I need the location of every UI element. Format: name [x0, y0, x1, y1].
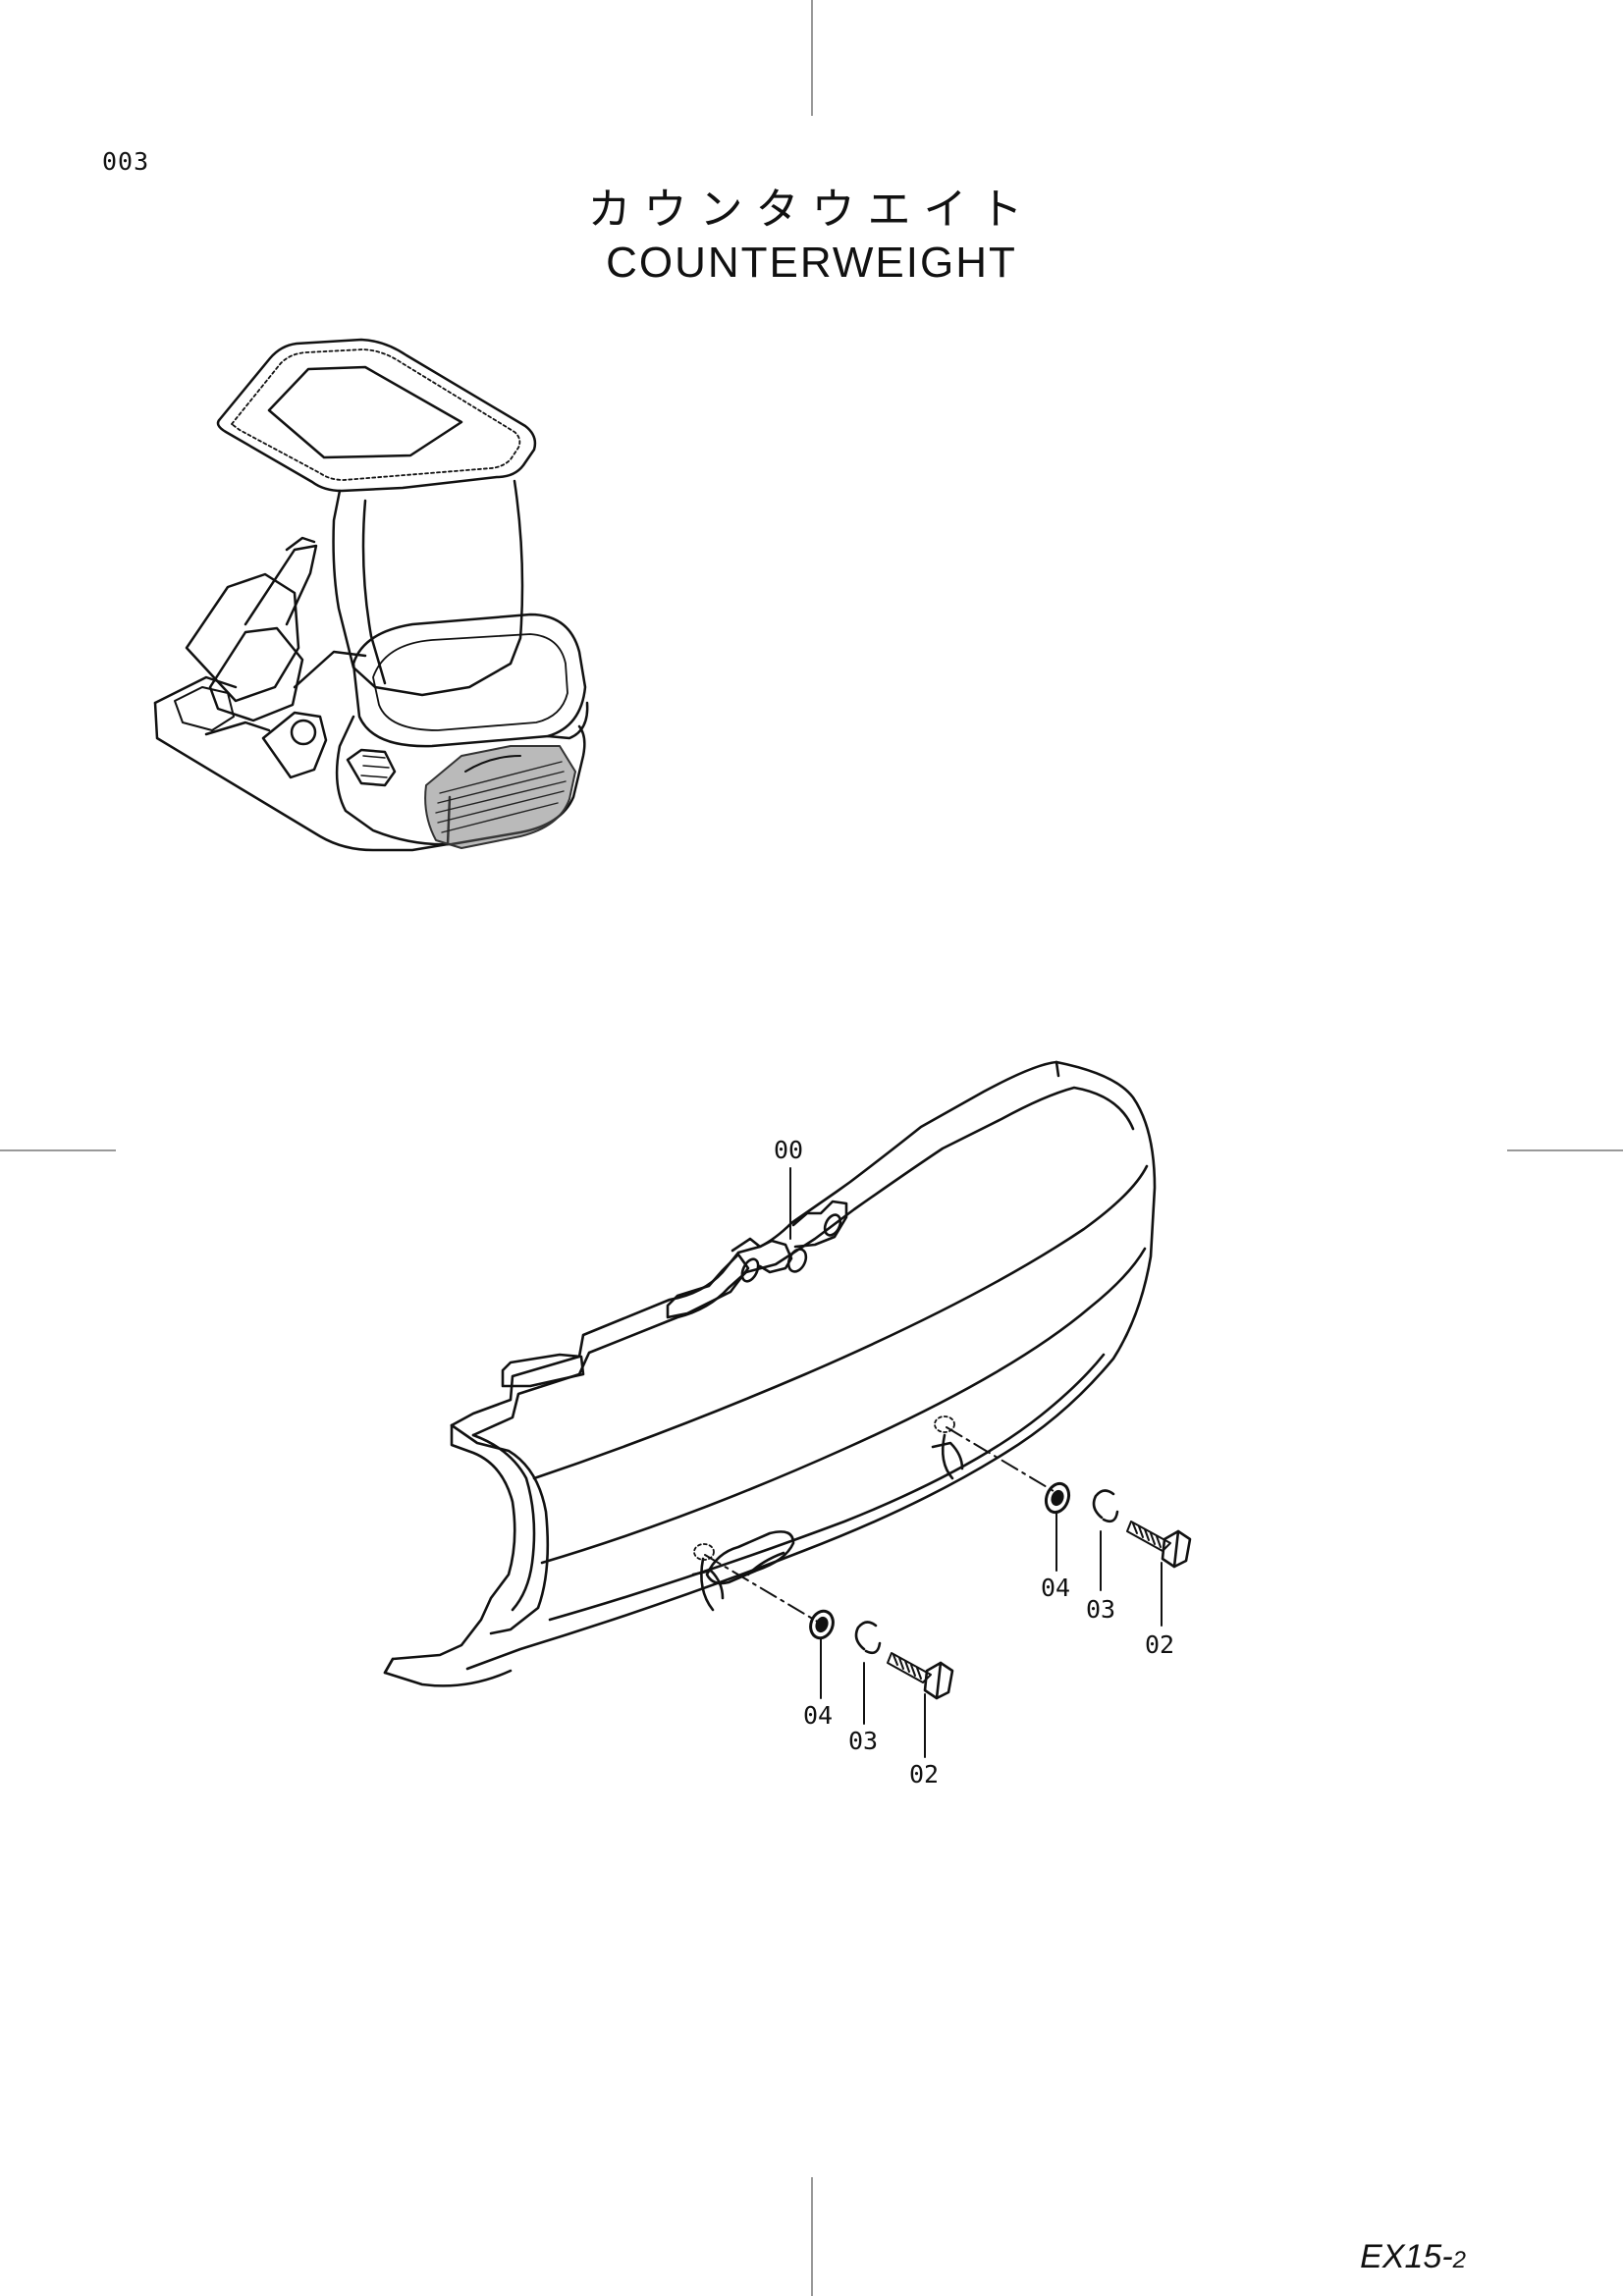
lifting-lug-center [666, 1253, 750, 1319]
assembly-axis-right [946, 1426, 1059, 1495]
leader-lines [789, 1167, 1163, 1758]
engine-cover [352, 613, 589, 748]
page-number: 003 [102, 147, 150, 176]
bolt-right [1126, 1521, 1192, 1569]
model-code: EX15- [1360, 2238, 1453, 2275]
callout-counterweight: 00 [774, 1136, 803, 1164]
upper-structure-base [153, 675, 452, 852]
callout-bolt-right: 02 [1145, 1630, 1174, 1659]
bolt-left [887, 1652, 954, 1700]
callout-washer-left: 04 [803, 1701, 833, 1730]
washer-right [1044, 1481, 1071, 1515]
title-japanese: カウンタウエイト [587, 185, 1036, 235]
assembly-axis-left [704, 1554, 822, 1625]
model-sheet-code: EX15-2 [1360, 2238, 1466, 2276]
lifting-lug-left [501, 1353, 585, 1388]
page-title: カウンタウエイト COUNTERWEIGHT [0, 183, 1623, 289]
sheet-number: 2 [1452, 2247, 1466, 2273]
canopy-column [332, 479, 524, 697]
spring-washer-left [854, 1621, 882, 1655]
callout-washer-right: 04 [1041, 1574, 1070, 1602]
callout-spring-washer-left: 03 [848, 1727, 878, 1755]
counterweight-location [335, 715, 586, 849]
canopy-roof [216, 338, 537, 493]
operator-seat-and-levers [185, 536, 367, 722]
callout-spring-washer-right: 03 [1086, 1595, 1115, 1624]
callout-bolt-left: 02 [909, 1760, 939, 1789]
washer-left [809, 1609, 835, 1640]
title-english: COUNTERWEIGHT [606, 239, 1017, 287]
counterweight-part [383, 1060, 1157, 1687]
spring-washer-right [1092, 1489, 1119, 1523]
